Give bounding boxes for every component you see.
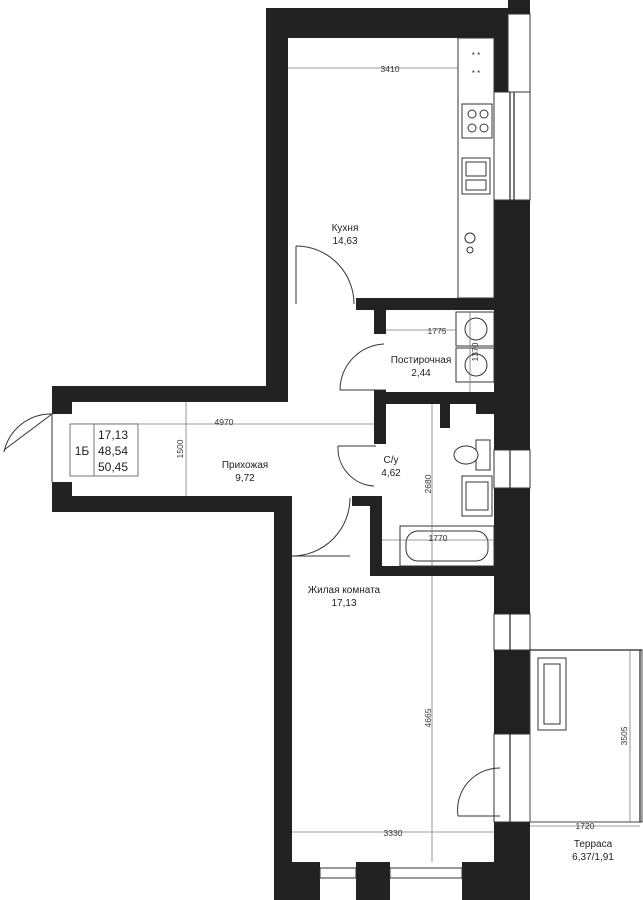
terrace-width-label: 1720 bbox=[576, 821, 595, 831]
room-labels: Кухня 14,63 Постирочная 2,44 Прихожая 9,… bbox=[222, 223, 614, 863]
hall-area: 9,72 bbox=[235, 473, 255, 484]
bath-width-label: 1770 bbox=[429, 533, 448, 543]
bathroom-fixtures bbox=[399, 439, 495, 567]
kitchen-name: Кухня bbox=[332, 223, 359, 234]
apartment-area-total: 48,54 bbox=[98, 444, 128, 458]
kitchen-width-label: 3410 bbox=[381, 64, 400, 74]
living-area: 17,13 bbox=[331, 598, 356, 609]
hall-name: Прихожая bbox=[222, 460, 268, 471]
walls bbox=[52, 0, 530, 900]
hall-width-label: 1500 bbox=[175, 439, 185, 458]
living-name: Жилая комната bbox=[308, 585, 381, 596]
apartment-area-full: 50,45 bbox=[98, 460, 128, 474]
kitchen-counter: * * * * bbox=[457, 37, 495, 299]
svg-text:* *: * * bbox=[472, 51, 480, 60]
terrace bbox=[529, 649, 643, 823]
svg-text:* *: * * bbox=[472, 69, 480, 78]
pantry-depth-label: 1370 bbox=[470, 342, 480, 361]
laundry-machines bbox=[455, 311, 495, 383]
hall-length-label: 4970 bbox=[215, 417, 234, 427]
pantry-width-label: 1775 bbox=[428, 326, 447, 336]
terrace-area: 6,37/1,91 bbox=[572, 852, 614, 863]
windows bbox=[493, 13, 531, 823]
pantry-name: Постирочная bbox=[391, 355, 452, 366]
apartment-badge: 1Б 17,13 48,54 50,45 bbox=[69, 423, 139, 477]
terrace-name: Терраса bbox=[574, 839, 613, 850]
kitchen-area: 14,63 bbox=[332, 236, 357, 247]
dimension-lines bbox=[72, 67, 640, 862]
apartment-number: 1Б bbox=[75, 444, 90, 458]
apartment-area-living: 17,13 bbox=[98, 428, 128, 442]
living-width-label: 3330 bbox=[384, 828, 403, 838]
living-length-label: 4665 bbox=[423, 708, 433, 727]
bathroom-name: С/у bbox=[384, 455, 399, 466]
pantry-area: 2,44 bbox=[411, 368, 431, 379]
terrace-length-label: 3505 bbox=[619, 726, 629, 745]
dimension-labels: 3410 1775 1370 4970 1500 2680 1770 4665 … bbox=[175, 64, 629, 838]
bathroom-area: 4,62 bbox=[381, 468, 401, 479]
doors bbox=[3, 245, 501, 817]
bath-height-label: 2680 bbox=[423, 474, 433, 493]
